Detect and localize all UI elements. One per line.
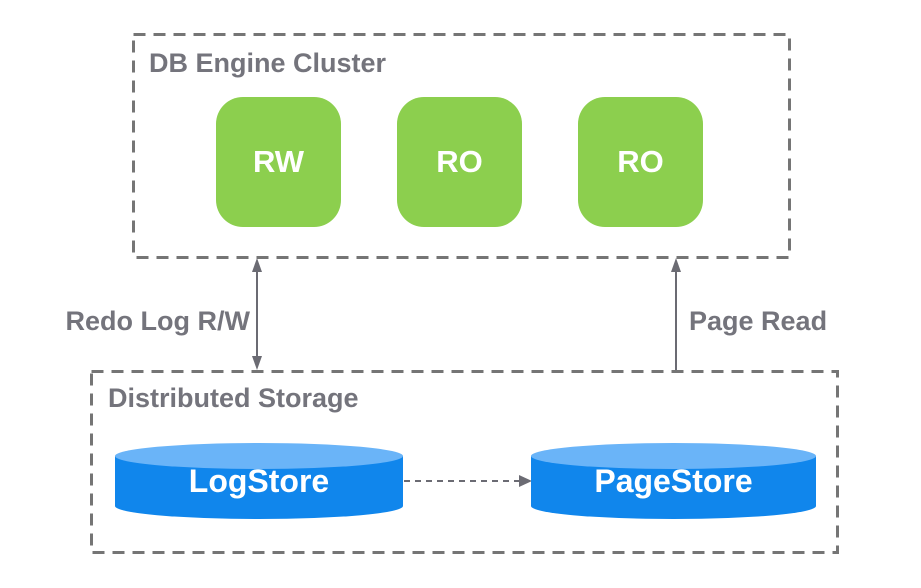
node-ro-1: RO	[397, 97, 522, 227]
pagestore-cylinder: PageStore	[531, 443, 816, 519]
arrowhead-up-icon	[671, 258, 681, 272]
logstore-label: LogStore	[188, 462, 330, 499]
arrowhead-down-icon	[252, 356, 262, 370]
page-read-arrow	[671, 258, 681, 370]
distributed-storage-box: Distributed Storage LogStore PageStore	[91, 371, 838, 553]
db-engine-cluster-box: DB Engine Cluster RW RO RO	[133, 34, 790, 258]
redo-log-arrow	[252, 258, 262, 370]
node-rw-label: RW	[252, 144, 305, 179]
arrowhead-up-icon	[252, 258, 262, 272]
pagestore-label: PageStore	[594, 462, 753, 499]
redo-log-label: Redo Log R/W	[65, 306, 250, 336]
node-ro-2-label: RO	[617, 144, 664, 179]
page-read-label: Page Read	[689, 306, 828, 336]
storage-title: Distributed Storage	[108, 383, 359, 413]
logstore-cylinder: LogStore	[115, 443, 403, 519]
node-ro-1-label: RO	[436, 144, 483, 179]
node-ro-2: RO	[578, 97, 703, 227]
node-rw: RW	[216, 97, 341, 227]
cluster-title: DB Engine Cluster	[149, 48, 387, 78]
